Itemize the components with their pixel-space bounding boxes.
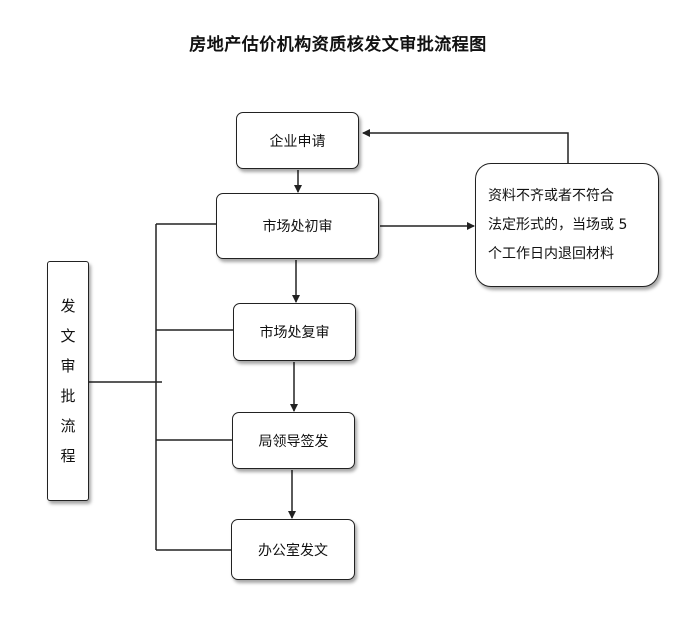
arrow-note-to-apply bbox=[362, 129, 569, 163]
step-second-review-label: 市场处复审 bbox=[259, 325, 330, 341]
side-label-char: 审 bbox=[60, 357, 76, 375]
rejection-note-line: 个工作日内退回材料 bbox=[488, 245, 614, 262]
rejection-note-line: 法定形式的，当场或 5 bbox=[488, 216, 628, 233]
step-leader-sign-label: 局领导签发 bbox=[258, 433, 329, 450]
rejection-note-text: 资料不齐或者不符合 法定形式的，当场或 5 个工作日内退回材料 bbox=[488, 182, 627, 269]
side-label-char: 发 bbox=[60, 297, 76, 315]
side-label-box: 发 文 审 批 流 程 bbox=[47, 261, 89, 501]
step-apply: 企业申请 bbox=[236, 112, 359, 169]
step-leader-sign: 局领导签发 bbox=[232, 412, 355, 469]
step-initial-review: 市场处初审 bbox=[216, 193, 379, 259]
rejection-note: 资料不齐或者不符合 法定形式的，当场或 5 个工作日内退回材料 bbox=[475, 163, 659, 287]
side-label-char: 流 bbox=[60, 417, 76, 435]
step-apply-label: 企业申请 bbox=[269, 133, 326, 150]
side-label-char: 文 bbox=[60, 327, 76, 345]
diagram-title: 房地产估价机构资质核发文审批流程图 bbox=[189, 35, 487, 55]
step-second-review: 市场处复审 bbox=[233, 303, 356, 361]
rejection-note-line: 资料不齐或者不符合 bbox=[488, 187, 614, 204]
side-label-char: 程 bbox=[60, 447, 76, 465]
side-label-char: 批 bbox=[60, 387, 76, 405]
step-initial-review-label: 市场处初审 bbox=[262, 219, 333, 235]
step-office-issue: 办公室发文 bbox=[231, 519, 355, 580]
step-office-issue-label: 办公室发文 bbox=[258, 542, 328, 559]
